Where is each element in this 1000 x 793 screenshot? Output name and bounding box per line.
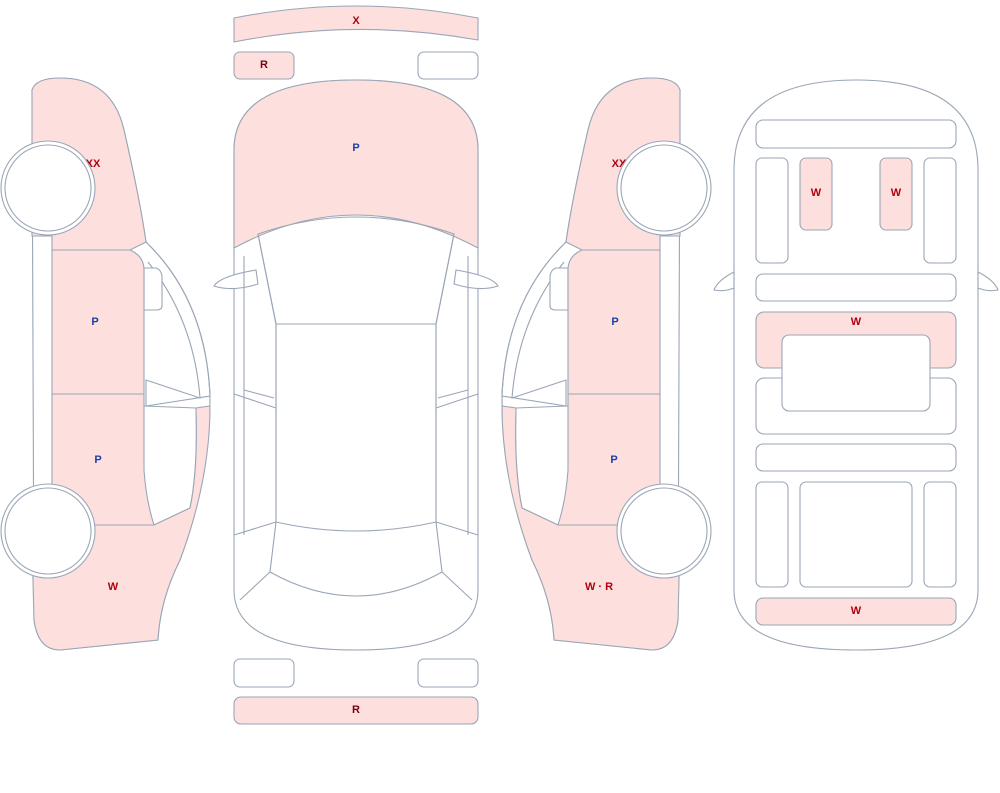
trunk-line [233, 521, 479, 601]
right-mirror [453, 269, 499, 290]
interior-right-mirror [977, 271, 999, 292]
rear-left-door-trim [755, 481, 789, 588]
right-rear-quarter-label: W · R [585, 581, 613, 593]
left-side-view: XX P P W [0, 77, 211, 651]
front-bumper[interactable] [233, 5, 479, 43]
right-rear-quarter[interactable] [501, 405, 681, 651]
front-right-corner[interactable] [417, 51, 479, 80]
front-left-seat[interactable] [799, 157, 833, 231]
interior-left-mirror [713, 271, 735, 292]
front-right-seat-label: W [891, 187, 902, 199]
front-left-door-trim [755, 157, 789, 264]
left-front-wheel [4, 144, 92, 232]
left-rear-wheel [4, 487, 92, 575]
top-view: X R P R [213, 5, 499, 725]
windshield [257, 216, 455, 325]
rear-bumper-label: R [352, 704, 360, 716]
cargo-floor [799, 481, 913, 588]
left-rear-door-label: P [94, 454, 101, 466]
rear-left-corner[interactable] [233, 658, 295, 688]
front-right-seat[interactable] [879, 157, 913, 231]
left-rear-quarter-label: W [108, 581, 119, 593]
front-left-seat-label: W [811, 187, 822, 199]
rear-cargo-strip-label: W [851, 605, 862, 617]
rear-window [269, 521, 443, 597]
right-front-door-label: P [611, 316, 618, 328]
left-rear-quarter[interactable] [31, 405, 211, 651]
right-front-door[interactable] [567, 249, 661, 395]
front-seat-row [755, 273, 957, 302]
hood[interactable] [233, 79, 479, 249]
rear-right-corner[interactable] [417, 658, 479, 688]
dashboard [755, 119, 957, 149]
left-front-door-label: P [91, 316, 98, 328]
right-door-line [435, 389, 479, 409]
rear-cargo-strip[interactable] [755, 597, 957, 626]
interior-view: W W W W [713, 79, 999, 651]
rear-bench [755, 443, 957, 472]
front-left-corner-label: R [260, 59, 268, 71]
right-side-view: XX P P W · R [501, 77, 712, 651]
center-console-row-label: W [851, 316, 862, 328]
rear-bumper[interactable] [233, 696, 479, 725]
front-right-door-trim [923, 157, 957, 264]
center-console [781, 334, 931, 412]
left-front-door[interactable] [51, 249, 145, 395]
left-mirror [213, 269, 259, 290]
front-bumper-label: X [352, 15, 360, 27]
right-rear-wheel [620, 487, 708, 575]
right-rear-door-label: P [610, 454, 617, 466]
right-front-wheel [620, 144, 708, 232]
left-door-line [233, 389, 277, 409]
hood-label: P [352, 142, 359, 154]
left-side-mirror [143, 267, 163, 311]
right-side-mirror [549, 267, 569, 311]
front-left-corner[interactable] [233, 51, 295, 80]
rear-right-door-trim [923, 481, 957, 588]
